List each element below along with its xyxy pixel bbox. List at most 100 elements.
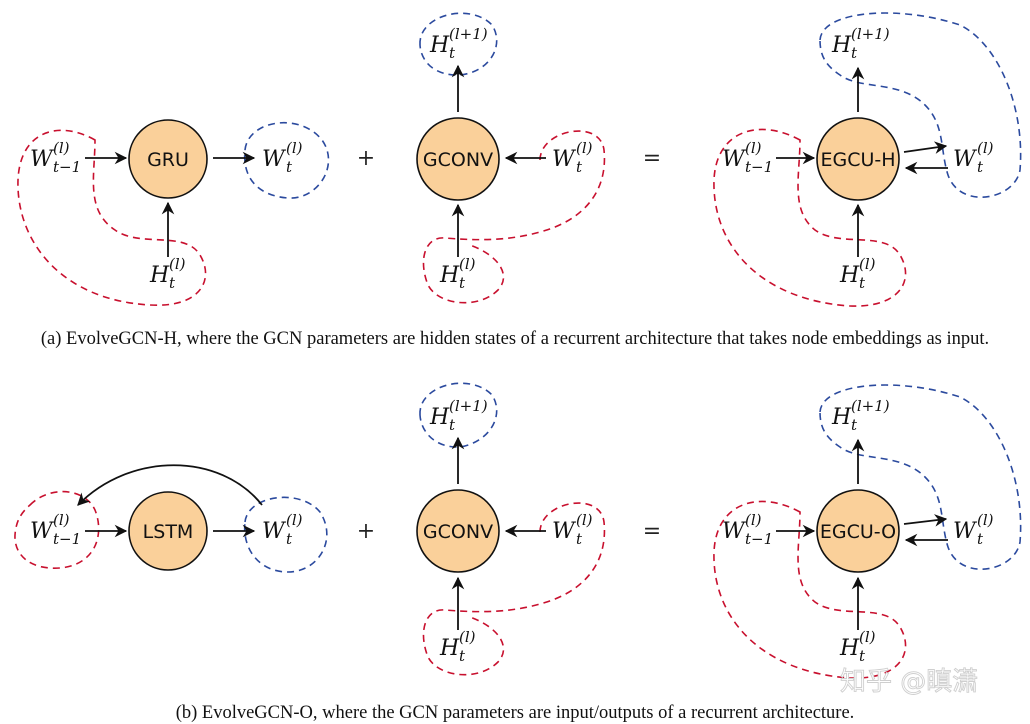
panel-b: LSTM W (l) t−1 W (l) t + GCONV [14,382,1022,723]
w-prev-label: W (l) t−1 [30,139,81,176]
w-label: W (l) t [552,511,593,548]
lstm-label: LSTM [143,521,194,543]
plus-sign: + [357,146,375,171]
red-dashed-loop [422,130,606,304]
red-dashed-loop [713,500,907,679]
svg-text:H: H [439,636,460,661]
h-next-label: H (l+1) t [429,397,488,434]
equals-sign: = [643,146,661,171]
svg-text:(l+1): (l+1) [851,397,890,415]
gru-label: GRU [147,149,189,171]
panel-a-gru-block: GRU W (l) t−1 W (l) t H (l) t [17,119,330,306]
svg-text:H: H [831,33,852,58]
svg-text:W: W [262,519,287,544]
gconv-node [416,489,500,573]
red-dashed-loop [422,502,606,676]
svg-text:t: t [459,274,466,292]
svg-text:W: W [552,147,577,172]
svg-text:W: W [552,519,577,544]
svg-text:t−1: t−1 [745,530,773,548]
plus-sign: + [357,519,375,544]
svg-text:(l): (l) [286,139,303,157]
svg-text:(l): (l) [977,139,994,157]
panel-b-gconv-block: GCONV H (l+1) t W (l) t H (l) t [416,382,606,676]
h-label: H (l) t [839,628,876,665]
svg-text:t: t [859,647,866,665]
h-next-label: H (l+1) t [831,397,890,434]
arrow-egcu-to-w [903,514,948,527]
panel-a: GRU W (l) t−1 W (l) t H (l) t + [17,12,1022,349]
red-dashed-loop [14,490,100,569]
svg-text:H: H [429,405,450,430]
egcu-h-label: EGCU-H [820,149,895,171]
egcu-o-label: EGCU-O [820,521,896,543]
panel-b-egcu-block: EGCU-O W (l) t−1 H (l+1) t W (l) t H [713,384,1022,679]
arrow-egcu-to-w [903,141,948,154]
svg-text:t: t [449,416,456,434]
svg-text:(l): (l) [745,511,762,529]
svg-text:H: H [839,636,860,661]
svg-text:t: t [859,274,866,292]
svg-text:W: W [30,147,55,172]
svg-text:W: W [30,519,55,544]
svg-text:t: t [286,158,293,176]
svg-text:(l): (l) [745,139,762,157]
blue-dashed-loop [243,496,328,573]
svg-text:t: t [286,530,293,548]
svg-text:(l): (l) [169,255,186,273]
blue-dashed-loop [419,12,498,76]
panel-a-egcu-block: EGCU-H W (l) t−1 H (l+1) t W (l) t H [713,12,1022,307]
egcu-o-node [816,489,900,573]
svg-text:H: H [439,263,460,288]
equals-sign: = [643,519,661,544]
svg-text:(l+1): (l+1) [851,25,890,43]
gconv-node [416,117,500,201]
svg-text:(l): (l) [53,139,70,157]
watermark: 知乎 @瞋潇 [840,667,978,697]
panel-a-gconv-block: GCONV H (l+1) t W (l) t H (l) t [416,12,606,304]
egcu-h-node [816,117,900,201]
svg-text:t: t [449,44,456,62]
svg-text:(l): (l) [859,628,876,646]
gru-node [128,119,208,199]
lstm-node [128,491,208,571]
w-label: W (l) t [953,511,994,548]
red-dashed-loop [713,128,907,307]
svg-text:t−1: t−1 [53,158,81,176]
svg-text:t: t [169,274,176,292]
svg-text:W: W [722,519,747,544]
svg-text:t: t [851,416,858,434]
blue-dashed-loop [419,382,498,448]
svg-text:(l+1): (l+1) [449,25,488,43]
svg-text:(l+1): (l+1) [449,397,488,415]
h-label: H (l) t [439,255,476,292]
svg-text:(l): (l) [53,511,70,529]
svg-text:H: H [831,405,852,430]
svg-text:t: t [977,530,984,548]
h-label: H (l) t [839,255,876,292]
red-dashed-loop [17,129,207,306]
w-prev-label: W (l) t−1 [722,511,773,548]
panel-b-lstm-block: LSTM W (l) t−1 W (l) t [14,464,328,573]
h-next-label: H (l+1) t [429,25,488,62]
svg-text:t: t [576,158,583,176]
gconv-label: GCONV [423,149,493,171]
svg-text:(l): (l) [459,628,476,646]
h-label: H (l) t [149,255,186,292]
svg-text:t: t [576,530,583,548]
svg-text:W: W [953,147,978,172]
caption-a: (a) EvolveGCN-H, where the GCN parameter… [41,329,989,349]
svg-text:H: H [149,263,170,288]
w-label: W (l) t [262,139,303,176]
svg-text:t−1: t−1 [53,530,81,548]
svg-text:t−1: t−1 [745,158,773,176]
h-label: H (l) t [439,628,476,665]
svg-text:W: W [722,147,747,172]
h-next-label: H (l+1) t [831,25,890,62]
w-label: W (l) t [262,511,303,548]
svg-text:(l): (l) [286,511,303,529]
caption-b: (b) EvolveGCN-O, where the GCN parameter… [176,703,855,723]
w-label: W (l) t [552,139,593,176]
blue-dashed-loop [243,122,330,199]
